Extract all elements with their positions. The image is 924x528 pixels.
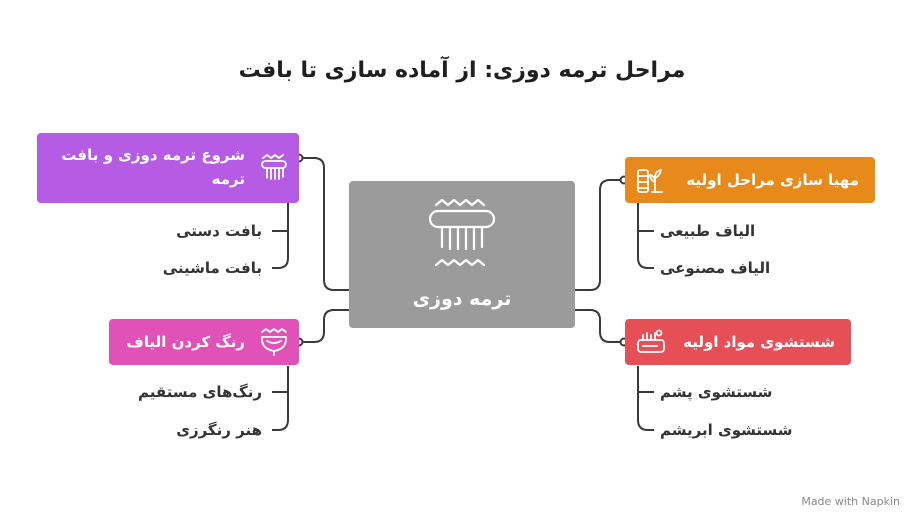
terme-icon: [428, 198, 496, 267]
page-title: مراحل ترمه دوزی: از آماده سازی تا بافت: [238, 58, 686, 83]
list-item: هنر رنگرزی: [176, 421, 262, 439]
washing-brush-icon: [637, 329, 665, 353]
branch-washing-label: شستشوی مواد اولیه: [683, 333, 835, 351]
loom-brush-icon: [261, 154, 287, 180]
branch-dyeing: رنگ کردن الیاف: [109, 319, 299, 365]
list-item: رنگ‌های مستقیم: [138, 383, 262, 401]
list-item: شستشوی پشم: [660, 383, 773, 401]
branch-preparation-label: مهیا سازی مراحل اولیه: [686, 171, 859, 189]
branch-weaving-label: شروع ترمه دوزی و بافت ترمه: [61, 146, 245, 188]
list-item: شستشوی ابریشم: [660, 421, 793, 439]
dye-bowl-icon: [261, 328, 287, 356]
list-item: الیاف مصنوعی: [660, 259, 771, 277]
branch-washing: شستشوی مواد اولیه: [625, 319, 851, 365]
napkin-watermark: Made with Napkin: [801, 495, 900, 508]
branch-preparation: مهیا سازی مراحل اولیه: [625, 157, 875, 203]
list-item: الیاف طبیعی: [660, 222, 756, 240]
center-label: ترمه دوزی: [412, 288, 512, 310]
center-node: ترمه دوزی: [349, 181, 575, 328]
list-item: بافت دستی: [176, 222, 262, 240]
branch-dyeing-label: رنگ کردن الیاف: [126, 333, 245, 351]
list-item: بافت ماشینی: [162, 259, 262, 277]
fiber-plant-icon: [637, 169, 663, 193]
branch-weaving: شروع ترمه دوزی و بافت ترمه: [37, 133, 299, 203]
